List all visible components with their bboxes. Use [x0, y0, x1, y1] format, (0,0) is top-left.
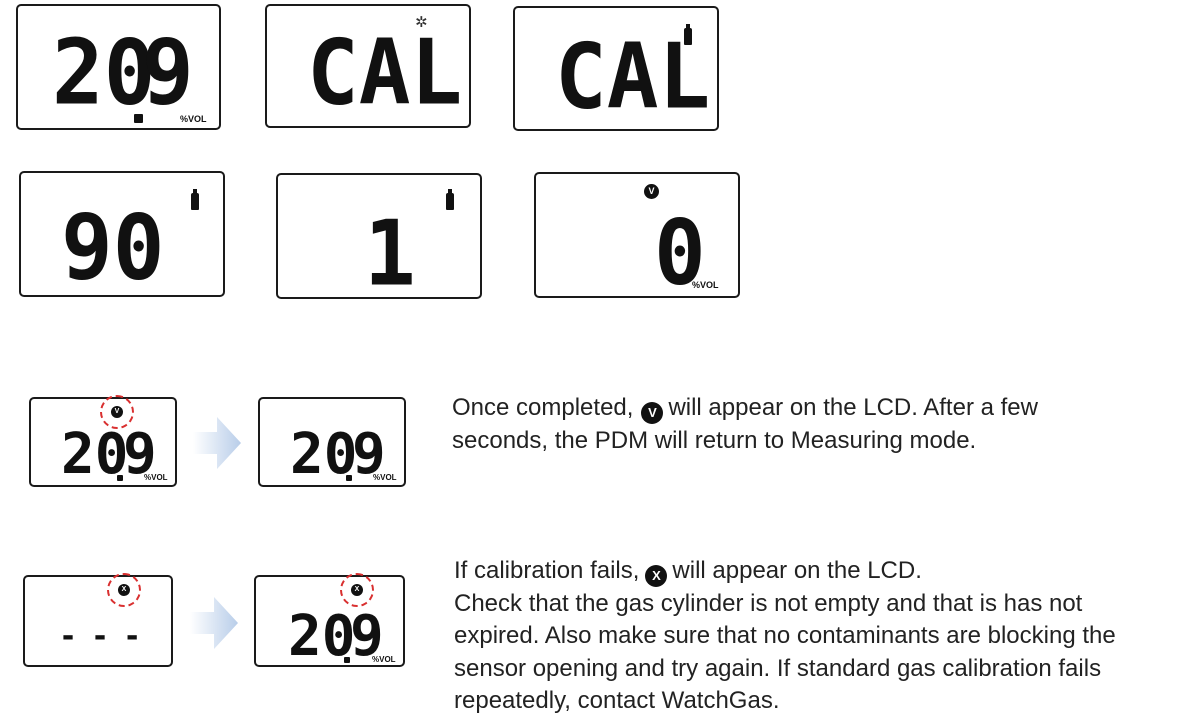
lcd-digits: 20 [288, 604, 356, 669]
success-line-2: seconds, the PDM will return to Measurin… [452, 426, 977, 454]
gas-cylinder-icon [191, 189, 199, 210]
decimal-point [134, 114, 143, 123]
fan-icon: ✲ [415, 13, 428, 31]
lcd-digit-decimal: 9 [352, 422, 386, 487]
lcd-text-cal: CAL [555, 24, 711, 130]
failure-line-5: repeatedly, contact WatchGas. [454, 687, 780, 714]
highlight-circle [340, 573, 374, 607]
lcd-display-countdown-1: 1 [276, 173, 482, 299]
unit-label: %VOL [144, 473, 168, 482]
lcd-digit-decimal: 9 [142, 20, 194, 126]
decimal-point [117, 475, 123, 481]
failure-line-3: expired. Also make sure that no contamin… [454, 622, 1116, 649]
lcd-display-countdown-90: 90 [19, 171, 225, 297]
unit-label: %VOL [373, 473, 397, 482]
success-text-start: Once completed, [452, 394, 634, 421]
lcd-digits: 20 [52, 20, 156, 126]
lcd-digits: 20 [290, 422, 358, 487]
lcd-display-reading-209: 20 9 %VOL [16, 4, 221, 130]
failure-x-icon: X [645, 565, 668, 587]
gas-cylinder-icon [684, 24, 692, 45]
unit-label: %VOL [692, 280, 719, 290]
success-text-end: will appear on the LCD. After a few [668, 394, 1038, 421]
lcd-digits: 90 [61, 195, 165, 301]
arrow-right-icon [190, 597, 238, 649]
lcd-display-success-before: V 20 9 %VOL [29, 395, 177, 487]
lcd-digits: 20 [61, 422, 129, 487]
lcd-display-success-after: 20 9 %VOL [258, 397, 406, 487]
arrow-right-icon [193, 417, 241, 469]
lcd-display-cal-cylinder: CAL [513, 6, 719, 131]
unit-label: %VOL [372, 655, 396, 664]
decimal-point [346, 475, 352, 481]
lcd-digits: 0 [654, 200, 706, 306]
lcd-digit-decimal: 9 [123, 422, 157, 487]
lcd-digit-decimal: 9 [350, 604, 384, 669]
lcd-display-failure-before: X --- [23, 573, 173, 667]
failure-text-start: If calibration fails, [454, 557, 640, 584]
decimal-point [344, 657, 350, 663]
lcd-text-cal: CAL [307, 20, 463, 126]
highlight-circle [107, 573, 141, 607]
failure-text-end: will appear on the LCD. [672, 557, 922, 584]
success-v-icon: V [644, 184, 659, 199]
unit-label: %VOL [180, 114, 207, 124]
highlight-circle [100, 395, 134, 429]
failure-line-4: sensor opening and try again. If standar… [454, 654, 1102, 682]
lcd-display-failure-after: X 20 9 %VOL [254, 573, 405, 669]
lcd-dashes: --- [59, 619, 156, 654]
lcd-digits: 1 [364, 201, 416, 307]
gas-cylinder-icon [446, 189, 454, 210]
lcd-display-cal-fan: ✲ CAL [265, 4, 471, 128]
success-v-icon: V [641, 402, 664, 424]
lcd-display-zero-success: V 0 %VOL [534, 172, 740, 298]
failure-line-2: Check that the gas cylinder is not empty… [454, 589, 1083, 617]
